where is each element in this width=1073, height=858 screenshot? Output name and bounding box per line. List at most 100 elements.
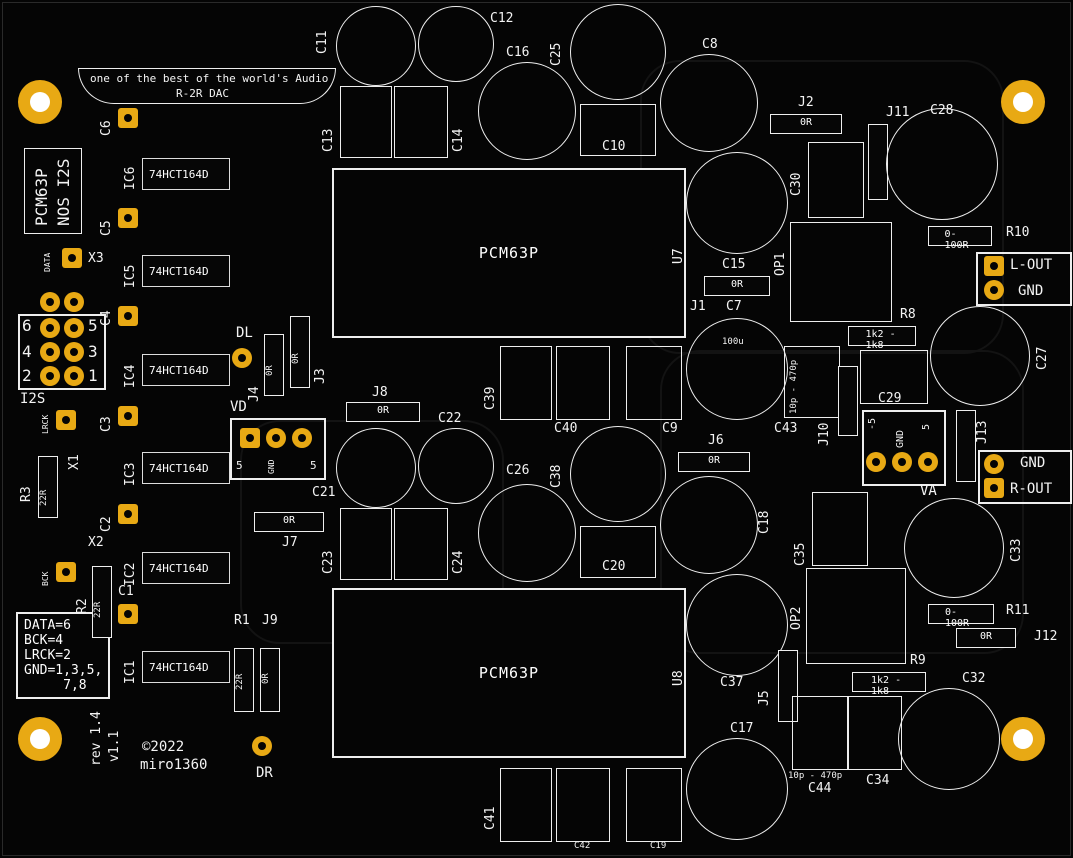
j8-jumper: 0R [346,402,420,422]
l-out-connector [976,252,1072,306]
r-out-gnd-label: GND [1020,455,1046,471]
pad [40,342,60,362]
x1-label: X1 [67,454,82,470]
r2-value: 22R [93,601,103,618]
c6-label: C6 [99,120,114,136]
j5-jumper [778,650,798,722]
dl-label: DL [236,325,253,341]
c41-cap [500,768,552,842]
value: 0R [730,279,744,290]
value: 0R [979,631,993,642]
c34-label: C34 [866,773,890,788]
c8-cap [660,54,758,152]
pad [118,504,138,524]
c19-cap [626,768,682,842]
c18-label: C18 [757,510,772,534]
c9-label: C9 [662,421,678,436]
value: 1k2 - 1k8 [865,329,896,351]
u8-pcm63p: PCM63P [332,588,686,758]
j10-jumper [838,366,858,436]
ic2: 74HCT164D [142,552,230,584]
c24-label: C24 [451,550,466,574]
ic-label: 74HCT164D [149,562,209,575]
c23-cap [340,508,392,580]
vd-pin-2: GND [267,459,276,474]
r1-value: 22R [235,673,245,690]
pad [64,342,84,362]
j6-label: J6 [708,433,724,448]
c42-cap [556,768,610,842]
c38-label: C38 [549,464,564,488]
c33-cap [904,498,1004,598]
c32-label: C32 [962,671,986,686]
ic-label: 74HCT164D [149,462,209,475]
j9-value: 0R [261,673,271,684]
pad [292,428,312,448]
j11-label: J11 [886,105,910,120]
c40-cap [556,346,610,420]
author: miro1360 [140,757,208,773]
op1 [790,222,892,322]
r2-label: R2 [75,598,90,614]
c8-label: C8 [702,37,718,52]
c37-label: C37 [720,675,744,690]
l-out-label: L-OUT [1010,257,1053,273]
c2-label: C2 [99,516,114,532]
pad [918,452,938,472]
j3-jumper [290,316,310,388]
x1-pad [56,410,76,430]
c21-label: C21 [312,485,336,500]
pad [64,366,84,386]
c29-label: C29 [878,391,902,406]
c43-label: C43 [774,421,798,436]
r8-resistor: 1k2 - 1k8 [848,326,916,351]
ic4: 74HCT164D [142,354,230,386]
value: 0R [376,405,390,416]
c12-cap [418,6,494,82]
ic-label: 74HCT164D [149,661,209,674]
ic-label: PCM63P [478,244,540,262]
r11-label: R11 [1006,603,1030,618]
i2s-pin-5: 5 [88,316,98,335]
pad [984,256,1004,276]
c20-cap [580,526,656,578]
value: 0-100R [944,229,969,251]
c42-label: C42 [574,841,591,851]
j12-jumper: 0R [956,628,1016,648]
r1-resistor [234,648,254,712]
mounting-hole [1001,717,1045,761]
x2-pad [56,562,76,582]
j9-label: J9 [262,613,278,628]
dl-pad [232,348,252,368]
pad [118,604,138,624]
dr-label: DR [256,765,273,781]
j13-jumper [956,410,976,482]
c35-cap [812,492,868,566]
pad [984,280,1004,300]
pad [866,452,886,472]
c18-cap [660,476,758,574]
r1-label: R1 [234,613,250,628]
j5-label: J5 [757,690,772,706]
c30-label: C30 [789,172,804,196]
vd-connector [230,418,326,480]
j6-jumper: 0R [678,452,750,472]
c38-cap [570,426,666,522]
board-title: one of the best of the world's Audio [90,72,329,85]
ic5: 74HCT164D [142,255,230,287]
c1-label: C1 [118,584,134,599]
side-title-frame [24,148,82,234]
c28-label: C28 [930,103,954,118]
pad [118,406,138,426]
pad [40,318,60,338]
va-pin-3: 5 [921,423,932,430]
value: 0R [707,455,721,466]
ic5-label: IC5 [123,264,138,288]
j11-jumper [868,124,888,200]
c7-value: 100u [722,337,744,347]
c10-cap [580,104,656,156]
r11-resistor: 0-100R [928,604,994,629]
c7-label: C7 [726,299,742,314]
c15-label: C15 [722,257,746,272]
